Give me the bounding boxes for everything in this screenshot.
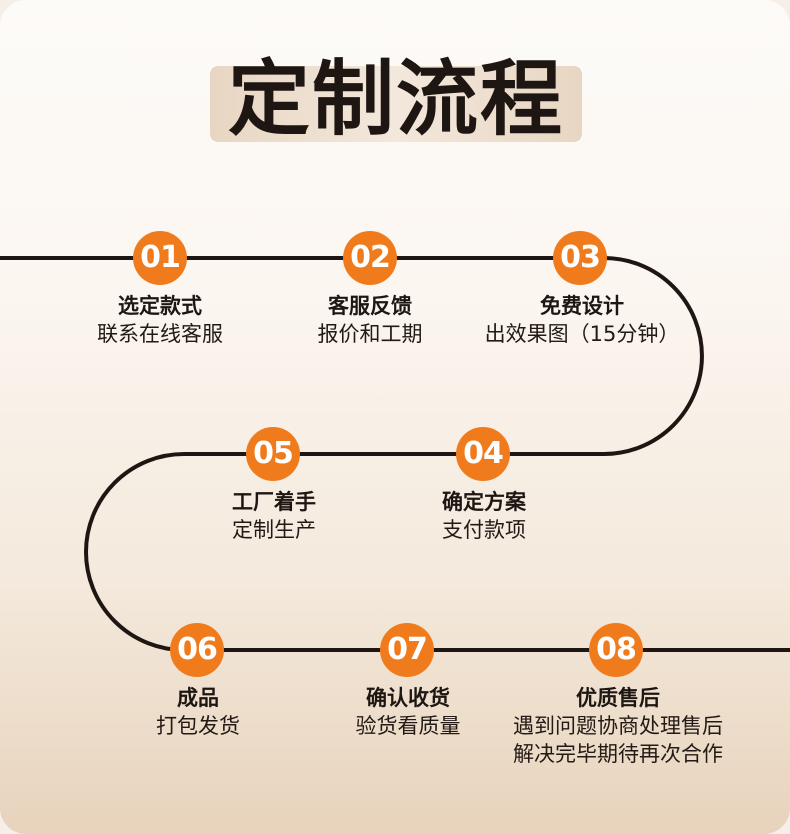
step-04-badge: 04 [456, 427, 510, 481]
step-03-label: 免费设计 出效果图（15分钟） [485, 292, 680, 348]
step-02-title: 客服反馈 [328, 294, 412, 318]
step-08-title: 优质售后 [576, 686, 660, 710]
step-06-badge: 06 [170, 623, 224, 677]
step-06-label: 成品 打包发货 [156, 684, 240, 740]
step-06-desc: 打包发货 [156, 714, 240, 738]
step-06-title: 成品 [177, 686, 219, 710]
step-01-desc: 联系在线客服 [97, 322, 223, 346]
step-01-label: 选定款式 联系在线客服 [97, 292, 223, 348]
step-02-badge: 02 [343, 231, 397, 285]
step-04-label: 确定方案 支付款项 [442, 488, 526, 544]
step-05-label: 工厂着手 定制生产 [232, 488, 316, 544]
step-01-title: 选定款式 [118, 294, 202, 318]
step-04-title: 确定方案 [442, 490, 526, 514]
step-05-badge: 05 [246, 427, 300, 481]
step-07-badge: 07 [380, 623, 434, 677]
page-title: 定制流程 [227, 51, 564, 147]
step-03-badge: 03 [553, 231, 607, 285]
step-08-desc-1: 遇到问题协商处理售后 [513, 714, 723, 738]
step-07-label: 确认收货 验货看质量 [356, 684, 461, 740]
step-02-desc: 报价和工期 [317, 322, 423, 346]
step-05-desc: 定制生产 [232, 518, 316, 542]
step-03-title: 免费设计 [539, 294, 624, 318]
step-03-desc: 出效果图（15分钟） [484, 322, 680, 346]
step-08-desc-2: 解决完毕期待再次合作 [513, 742, 723, 766]
step-04-desc: 支付款项 [442, 518, 526, 542]
title-background [210, 66, 582, 142]
step-08-label: 优质售后 遇到问题协商处理售后 解决完毕期待再次合作 [513, 684, 723, 768]
step-08-badge: 08 [589, 623, 643, 677]
step-07-desc: 验货看质量 [355, 714, 461, 738]
step-02-label: 客服反馈 报价和工期 [318, 292, 423, 348]
step-07-title: 确认收货 [366, 686, 450, 710]
step-01-badge: 01 [133, 231, 187, 285]
step-05-title: 工厂着手 [232, 490, 316, 514]
